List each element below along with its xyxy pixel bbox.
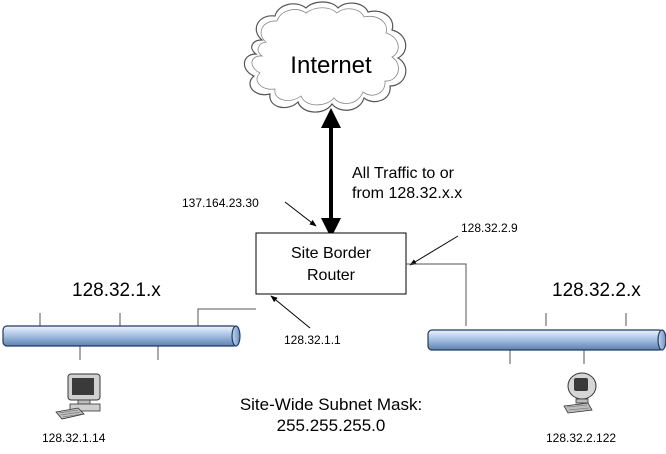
interface-1-pointer	[270, 295, 311, 329]
router-interface-2-ip: 128.32.2.9	[461, 221, 518, 235]
interface-2-pointer	[409, 235, 459, 266]
site-border-router: Site Border Router	[255, 232, 407, 295]
subnet-1-segment	[2, 313, 241, 360]
subnet-1-label: 128.32.1.x	[72, 280, 161, 301]
subnet-mask-value: 255.255.255.0	[277, 416, 386, 435]
subnet-1-pipe	[2, 325, 238, 347]
subnet-mask-label: Site-Wide Subnet Mask:	[240, 395, 422, 414]
router-to-subnet1-link	[197, 308, 256, 326]
traffic-label-line1: All Traffic to or	[352, 165, 455, 182]
router-box	[255, 232, 407, 295]
internet-cloud: Internet	[243, 1, 407, 113]
host-2-ip: 128.32.2.122	[546, 431, 616, 445]
cloud-shape-inner	[251, 7, 399, 106]
traffic-label-line2: from 128.32.x.x	[352, 185, 462, 202]
cloud-shape	[243, 1, 407, 113]
external-ip-label: 137.164.23.30	[182, 196, 259, 210]
router-label-line2: Router	[307, 267, 356, 284]
router-label-line1: Site Border	[291, 245, 372, 262]
internet-label: Internet	[290, 52, 372, 79]
pipe-end-cap	[231, 325, 241, 347]
subnet-2-segment	[427, 313, 666, 364]
router-interface-1-ip: 128.32.1.1	[284, 333, 341, 347]
external-ip-pointer	[284, 201, 317, 227]
desktop-computer-icon	[55, 373, 101, 420]
desktop-computer-icon	[563, 372, 597, 414]
host-1-ip: 128.32.1.14	[42, 431, 106, 445]
pipe-end-cap	[657, 329, 666, 351]
subnet-2-label: 128.32.2.x	[552, 280, 641, 301]
router-to-subnet2-link	[406, 263, 467, 326]
subnet-2-pipe	[427, 329, 664, 351]
